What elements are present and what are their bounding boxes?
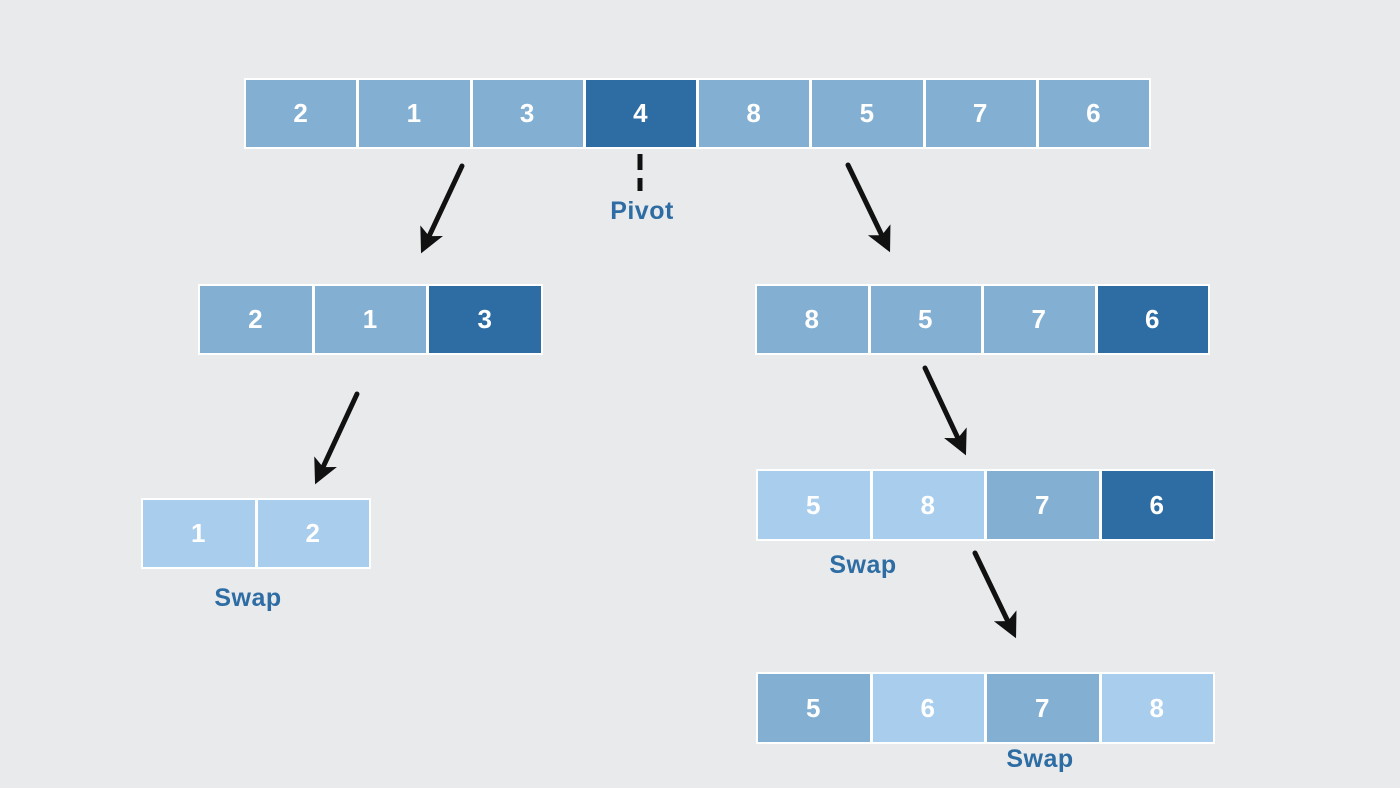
array-cell: 7 xyxy=(987,471,1099,539)
array-right-partition: 8 5 7 6 xyxy=(755,284,1210,355)
swap-label-bottom: Swap xyxy=(1006,745,1074,773)
array-cell: 8 xyxy=(872,471,984,539)
array-cell: 5 xyxy=(758,471,870,539)
array-right-sorted: 5 6 7 8 xyxy=(756,672,1215,744)
array-cell: 1 xyxy=(359,80,470,147)
array-cell: 5 xyxy=(870,286,981,353)
array-cell: 2 xyxy=(257,500,369,567)
array-cell: 2 xyxy=(200,286,312,353)
array-initial: 2 1 3 4 8 5 7 6 xyxy=(244,78,1151,149)
array-cell-pivot: 3 xyxy=(429,286,542,353)
array-cell-pivot: 6 xyxy=(1097,286,1208,353)
array-cell: 1 xyxy=(143,500,255,567)
array-cell: 8 xyxy=(1101,674,1213,742)
array-cell: 6 xyxy=(1038,80,1149,147)
pivot-label: Pivot xyxy=(610,197,674,225)
array-cell: 7 xyxy=(925,80,1036,147)
array-cell: 3 xyxy=(472,80,583,147)
array-right-swapped: 5 8 7 6 xyxy=(756,469,1215,541)
array-cell: 5 xyxy=(812,80,923,147)
array-cell: 7 xyxy=(987,674,1099,742)
arrow-left-sub-to-leaf xyxy=(314,391,360,485)
array-cell: 8 xyxy=(757,286,868,353)
arrow-top-to-right-sub xyxy=(845,162,891,253)
array-left-partition: 2 1 3 xyxy=(198,284,543,355)
swap-label-left: Swap xyxy=(214,584,282,612)
arrow-right-mid-to-bottom xyxy=(972,550,1017,639)
arrow-top-to-left-sub xyxy=(420,163,465,254)
array-cell-pivot: 6 xyxy=(1101,471,1213,539)
array-cell-pivot: 4 xyxy=(585,80,696,147)
array-cell: 2 xyxy=(246,80,357,147)
array-cell: 7 xyxy=(984,286,1095,353)
array-cell: 1 xyxy=(314,286,427,353)
array-cell: 8 xyxy=(699,80,810,147)
swap-label-right-mid: Swap xyxy=(829,551,897,579)
array-left-sorted: 1 2 xyxy=(141,498,371,569)
arrow-right-sub-to-mid xyxy=(922,365,967,456)
array-cell: 6 xyxy=(872,674,984,742)
array-cell: 5 xyxy=(758,674,870,742)
